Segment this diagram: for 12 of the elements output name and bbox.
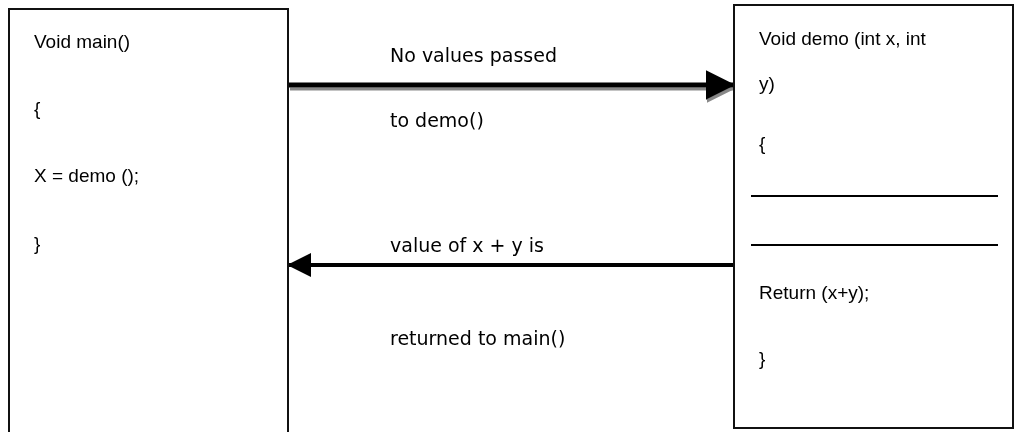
code-line: }: [759, 347, 767, 370]
code-box: [8, 8, 289, 432]
code-line: }: [34, 232, 42, 255]
code-line: Return (x+y);: [759, 281, 871, 304]
code-line: X = demo ();: [34, 164, 141, 187]
code-line: Void main(): [34, 30, 132, 53]
code-line: {: [759, 132, 767, 155]
code-line: {: [34, 97, 42, 120]
code-box: [733, 4, 1014, 429]
edge-label: value of x + y is returned to main(): [390, 233, 567, 351]
edge-label: No values passed to demo(): [390, 43, 558, 133]
code-line: Void demo (int x, int y): [759, 27, 927, 96]
